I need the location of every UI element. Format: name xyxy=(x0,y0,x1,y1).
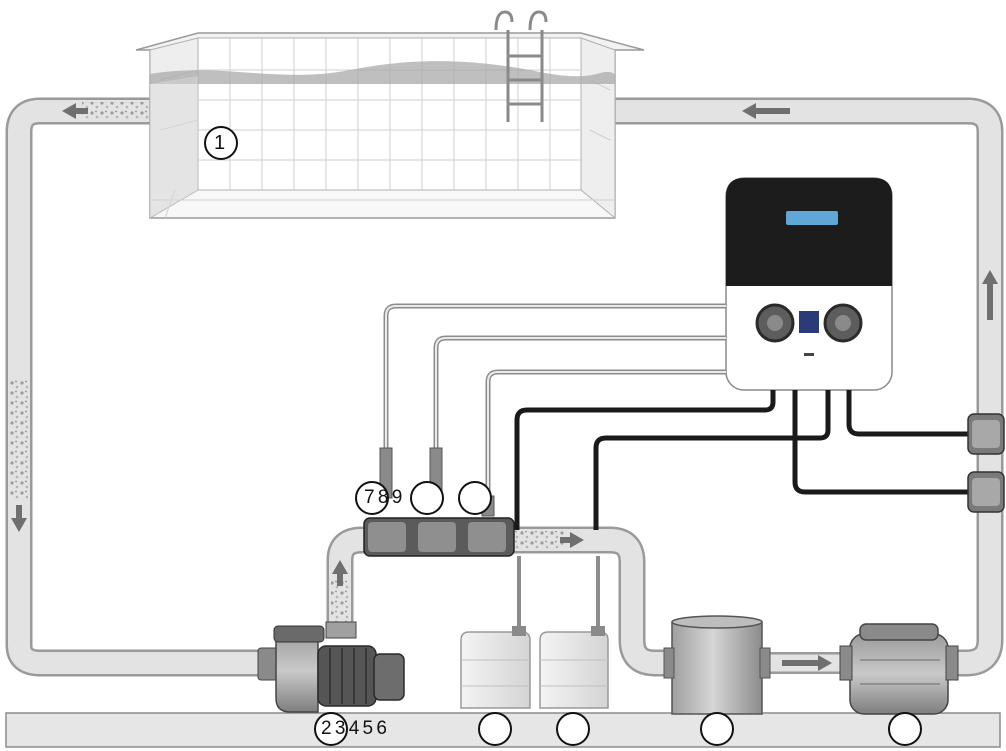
sensor-cables xyxy=(383,303,726,496)
arrow-up-pump xyxy=(332,560,348,586)
center-button-icon xyxy=(799,311,819,333)
callout-label-pool: 1 xyxy=(214,132,226,154)
callout-circle-sensor-1 xyxy=(355,481,389,515)
controller-lcd-display xyxy=(786,211,838,225)
pipe-loop xyxy=(5,97,1004,677)
callout-label-sensors: 7 8 9 xyxy=(364,487,402,508)
callout-circle-container-2 xyxy=(556,712,590,746)
arrow-right-filter xyxy=(782,655,832,671)
control-cables xyxy=(514,390,970,530)
callout-circle-heat-pump xyxy=(888,712,922,746)
chemical-container-2 xyxy=(539,626,609,709)
return-probe-holders xyxy=(967,413,1005,513)
pool-ladder xyxy=(494,10,548,122)
callout-circle-pump xyxy=(314,712,348,746)
arrow-left-right xyxy=(742,103,790,119)
chemical-container-1 xyxy=(460,626,531,709)
callout-circle-sensor-2 xyxy=(410,481,444,515)
sensor-manifold xyxy=(363,517,515,557)
callout-label-pump-group: 2 3 4 5 6 xyxy=(321,718,387,739)
callout-circle-filter xyxy=(700,712,734,746)
chlorinator-controller xyxy=(725,177,893,391)
arrow-up-right xyxy=(982,270,998,320)
swimming-pool xyxy=(135,10,645,220)
callout-circle-pool xyxy=(204,126,238,160)
arrow-left-top xyxy=(62,103,88,119)
arrow-right-cells xyxy=(560,532,584,548)
callout-circle-sensor-3 xyxy=(458,481,492,515)
circulation-pump xyxy=(257,621,405,713)
callout-circles xyxy=(204,126,922,746)
heat-pump xyxy=(839,623,959,715)
flow-arrows xyxy=(11,103,998,671)
arrow-down-left xyxy=(11,505,27,532)
callout-circle-container-1 xyxy=(478,712,512,746)
filter-tank xyxy=(663,615,771,715)
water-bubbles xyxy=(10,102,564,630)
